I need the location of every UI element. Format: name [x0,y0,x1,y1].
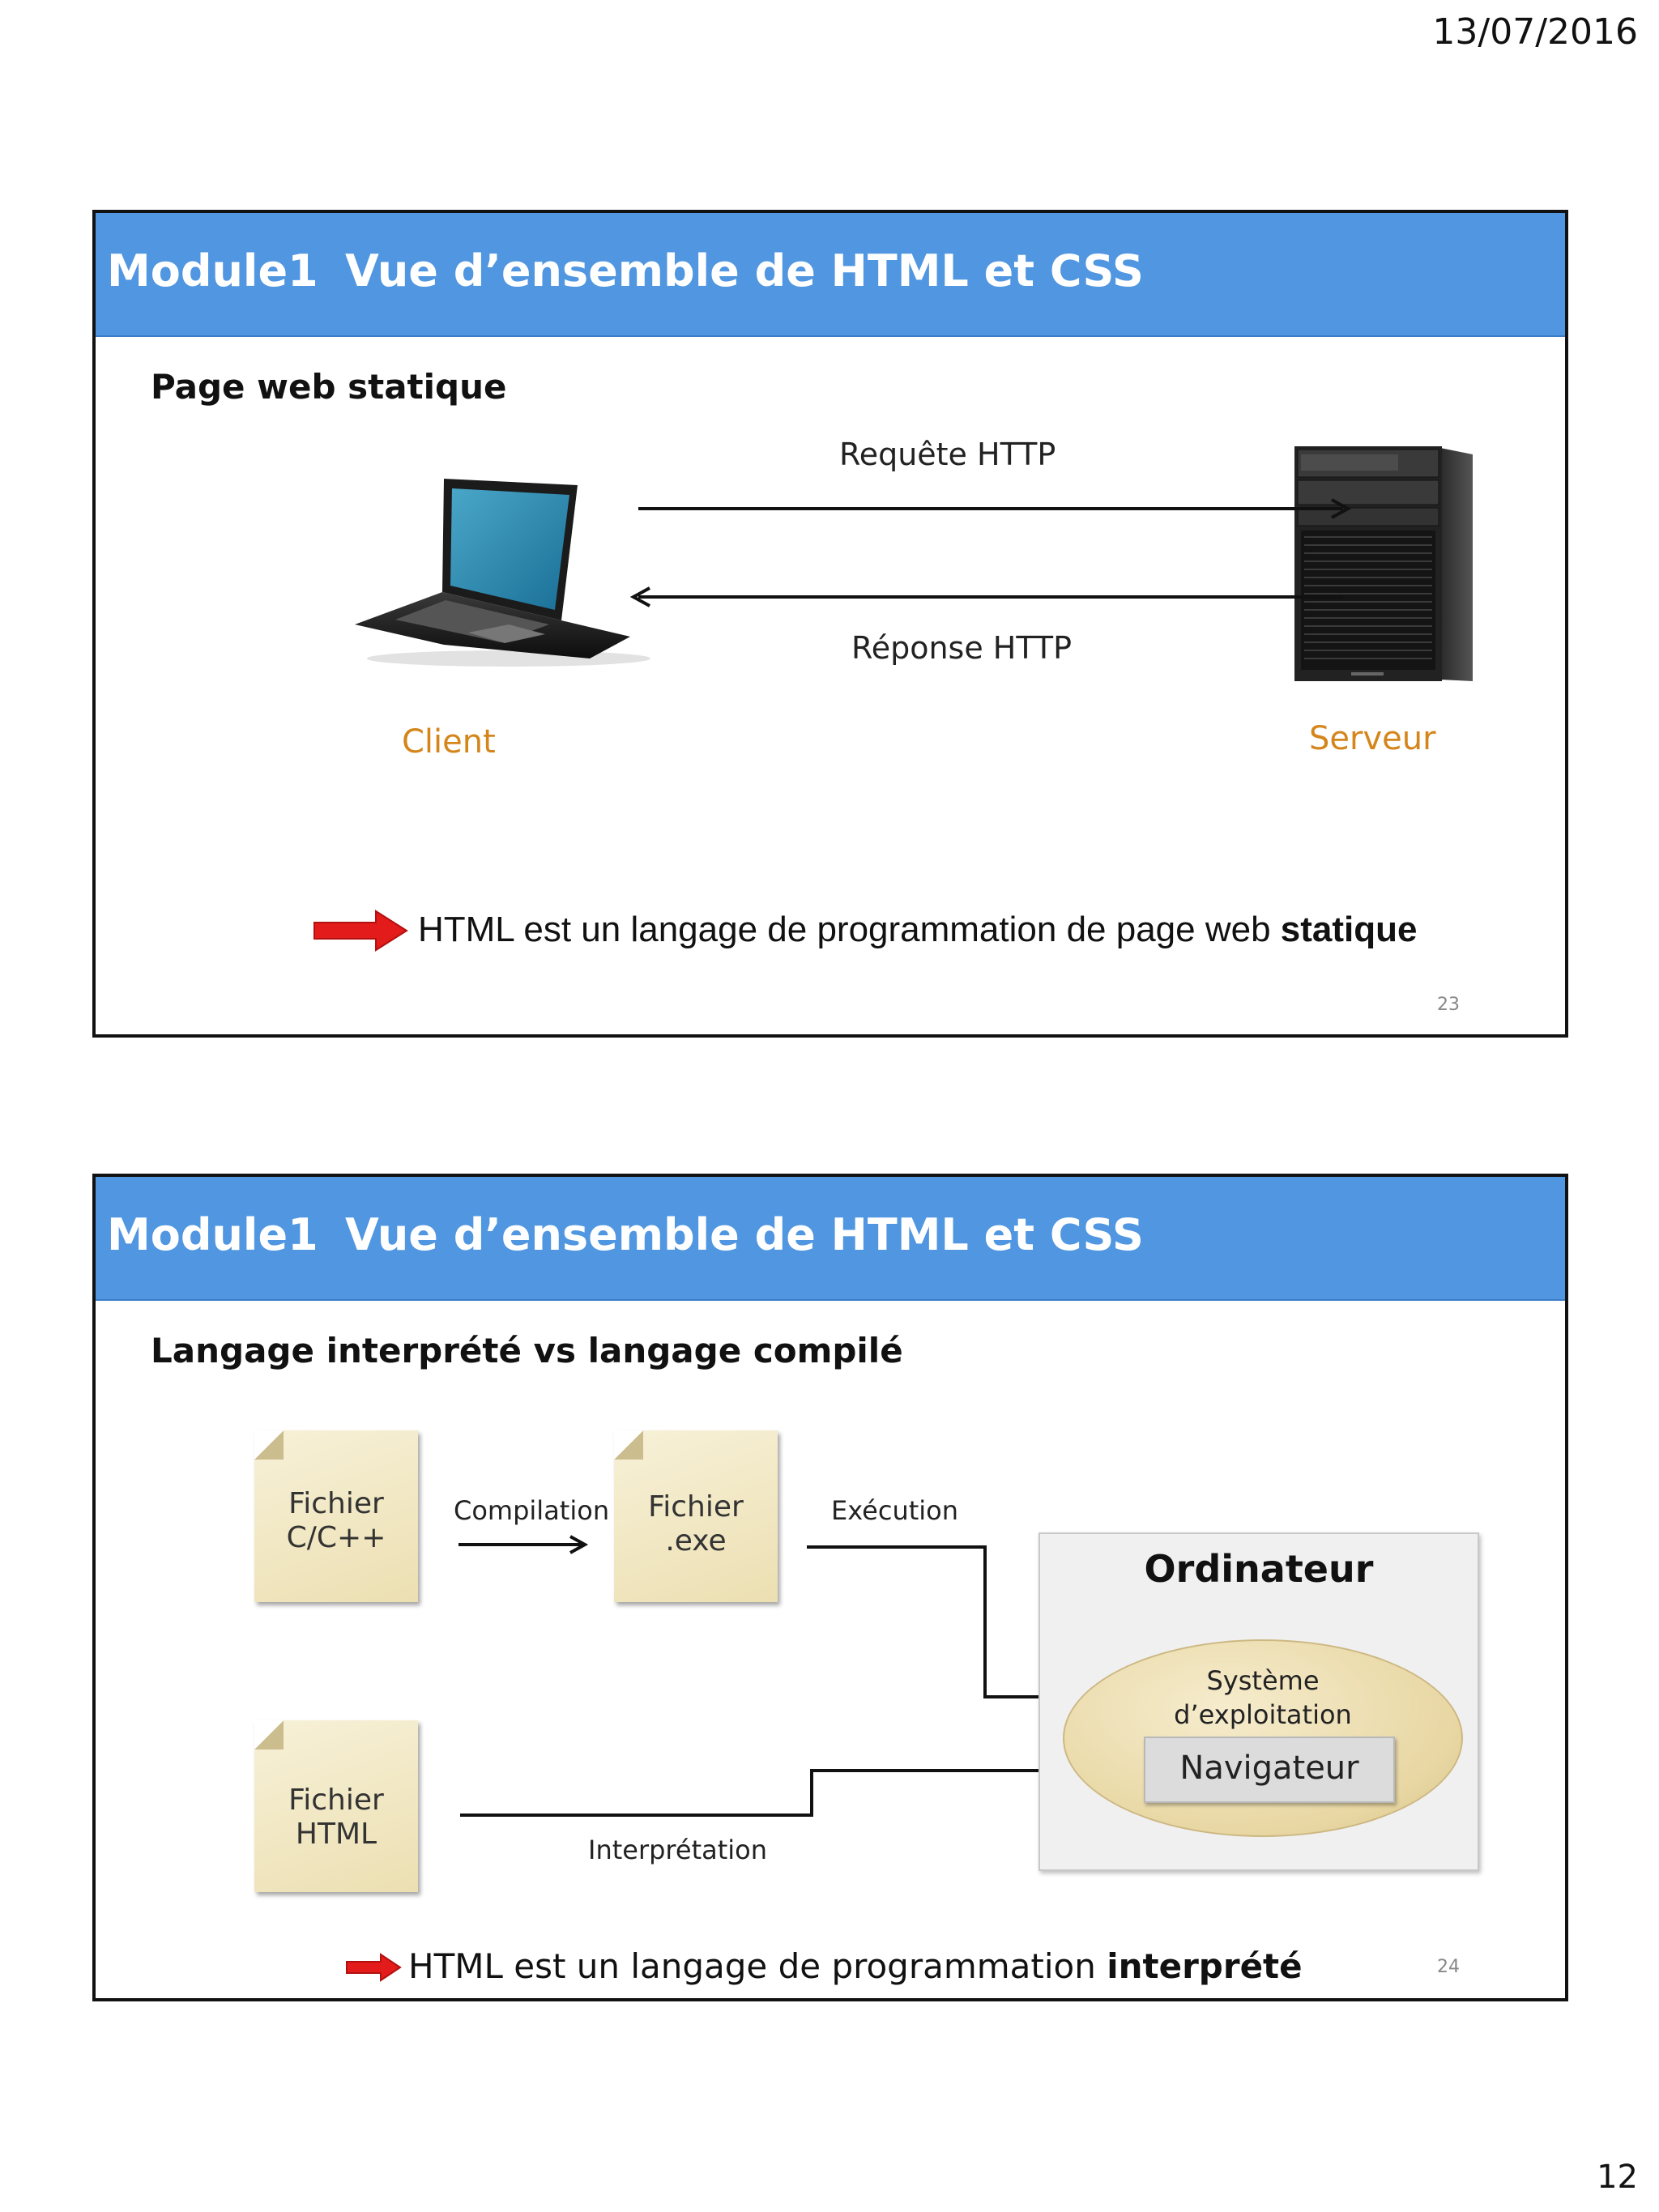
file-exe-note: Fichier .exe [614,1430,778,1602]
computer-box: Ordinateur Système d’exploitation Naviga… [1038,1532,1479,1871]
page-fold-corner [254,1720,284,1750]
slide-header: Module1 Vue d’ensemble de HTML et CSS [96,213,1565,337]
server-label: Serveur [1309,720,1436,757]
red-arrow-icon [346,1953,402,1982]
server-icon [1294,446,1473,681]
slide-subtitle: Langage interprété vs langage compilé [151,1331,903,1370]
file-html-note: Fichier HTML [254,1720,418,1892]
file-html-line2: HTML [295,1818,377,1851]
conclusion-bold: interprété [1107,1946,1303,1986]
page-fold-corner [614,1430,643,1460]
interpretation-label: Interprétation [588,1835,768,1865]
slide-number: 23 [1437,995,1460,1015]
os-line1: Système [1206,1665,1320,1696]
slide-title: Vue d’ensemble de HTML et CSS [345,1209,1144,1260]
compilation-label: Compilation [454,1495,610,1526]
browser-box: Navigateur [1144,1737,1395,1803]
slide-23: Module1 Vue d’ensemble de HTML et CSS Pa… [92,210,1568,1038]
red-arrow-icon [313,910,408,952]
conclusion-text: HTML est un langage de programmation [408,1946,1107,1986]
slide-title: Vue d’ensemble de HTML et CSS [345,245,1144,296]
slide-number: 24 [1437,1957,1460,1977]
execution-label: Exécution [831,1495,959,1526]
request-label: Requête HTTP [839,437,1056,472]
browser-label: Navigateur [1179,1750,1359,1787]
page-number: 12 [1597,2159,1638,2196]
file-c-line1: Fichier [288,1487,384,1520]
conclusion: HTML est un langage de programmation de … [418,910,1418,950]
module-label: Module1 [107,245,318,296]
slide-subtitle: Page web statique [151,367,507,407]
laptop-icon [355,479,650,667]
response-arrow [630,586,1343,607]
slide-24: Module1 Vue d’ensemble de HTML et CSS La… [92,1174,1568,2001]
conclusion-text: HTML est un langage de programmation de … [418,910,1281,949]
client-label: Client [402,723,496,761]
file-c-note: Fichier C/C++ [254,1430,418,1602]
conclusion-bold: statique [1280,910,1418,949]
file-html-line1: Fichier [288,1784,384,1817]
file-exe-line1: Fichier [648,1490,744,1524]
response-label: Réponse HTTP [851,630,1073,666]
conclusion: HTML est un langage de programmation int… [408,1946,1303,1986]
os-line2: d’exploitation [1174,1699,1352,1730]
file-exe-line2: .exe [665,1524,727,1558]
computer-label: Ordinateur [1144,1547,1374,1591]
slide-header: Module1 Vue d’ensemble de HTML et CSS [96,1177,1565,1301]
module-label: Module1 [107,1209,318,1260]
file-c-line2: C/C++ [286,1521,386,1554]
page-date: 13/07/2016 [1432,11,1638,53]
page-fold-corner [254,1430,284,1460]
request-arrow [638,498,1352,519]
